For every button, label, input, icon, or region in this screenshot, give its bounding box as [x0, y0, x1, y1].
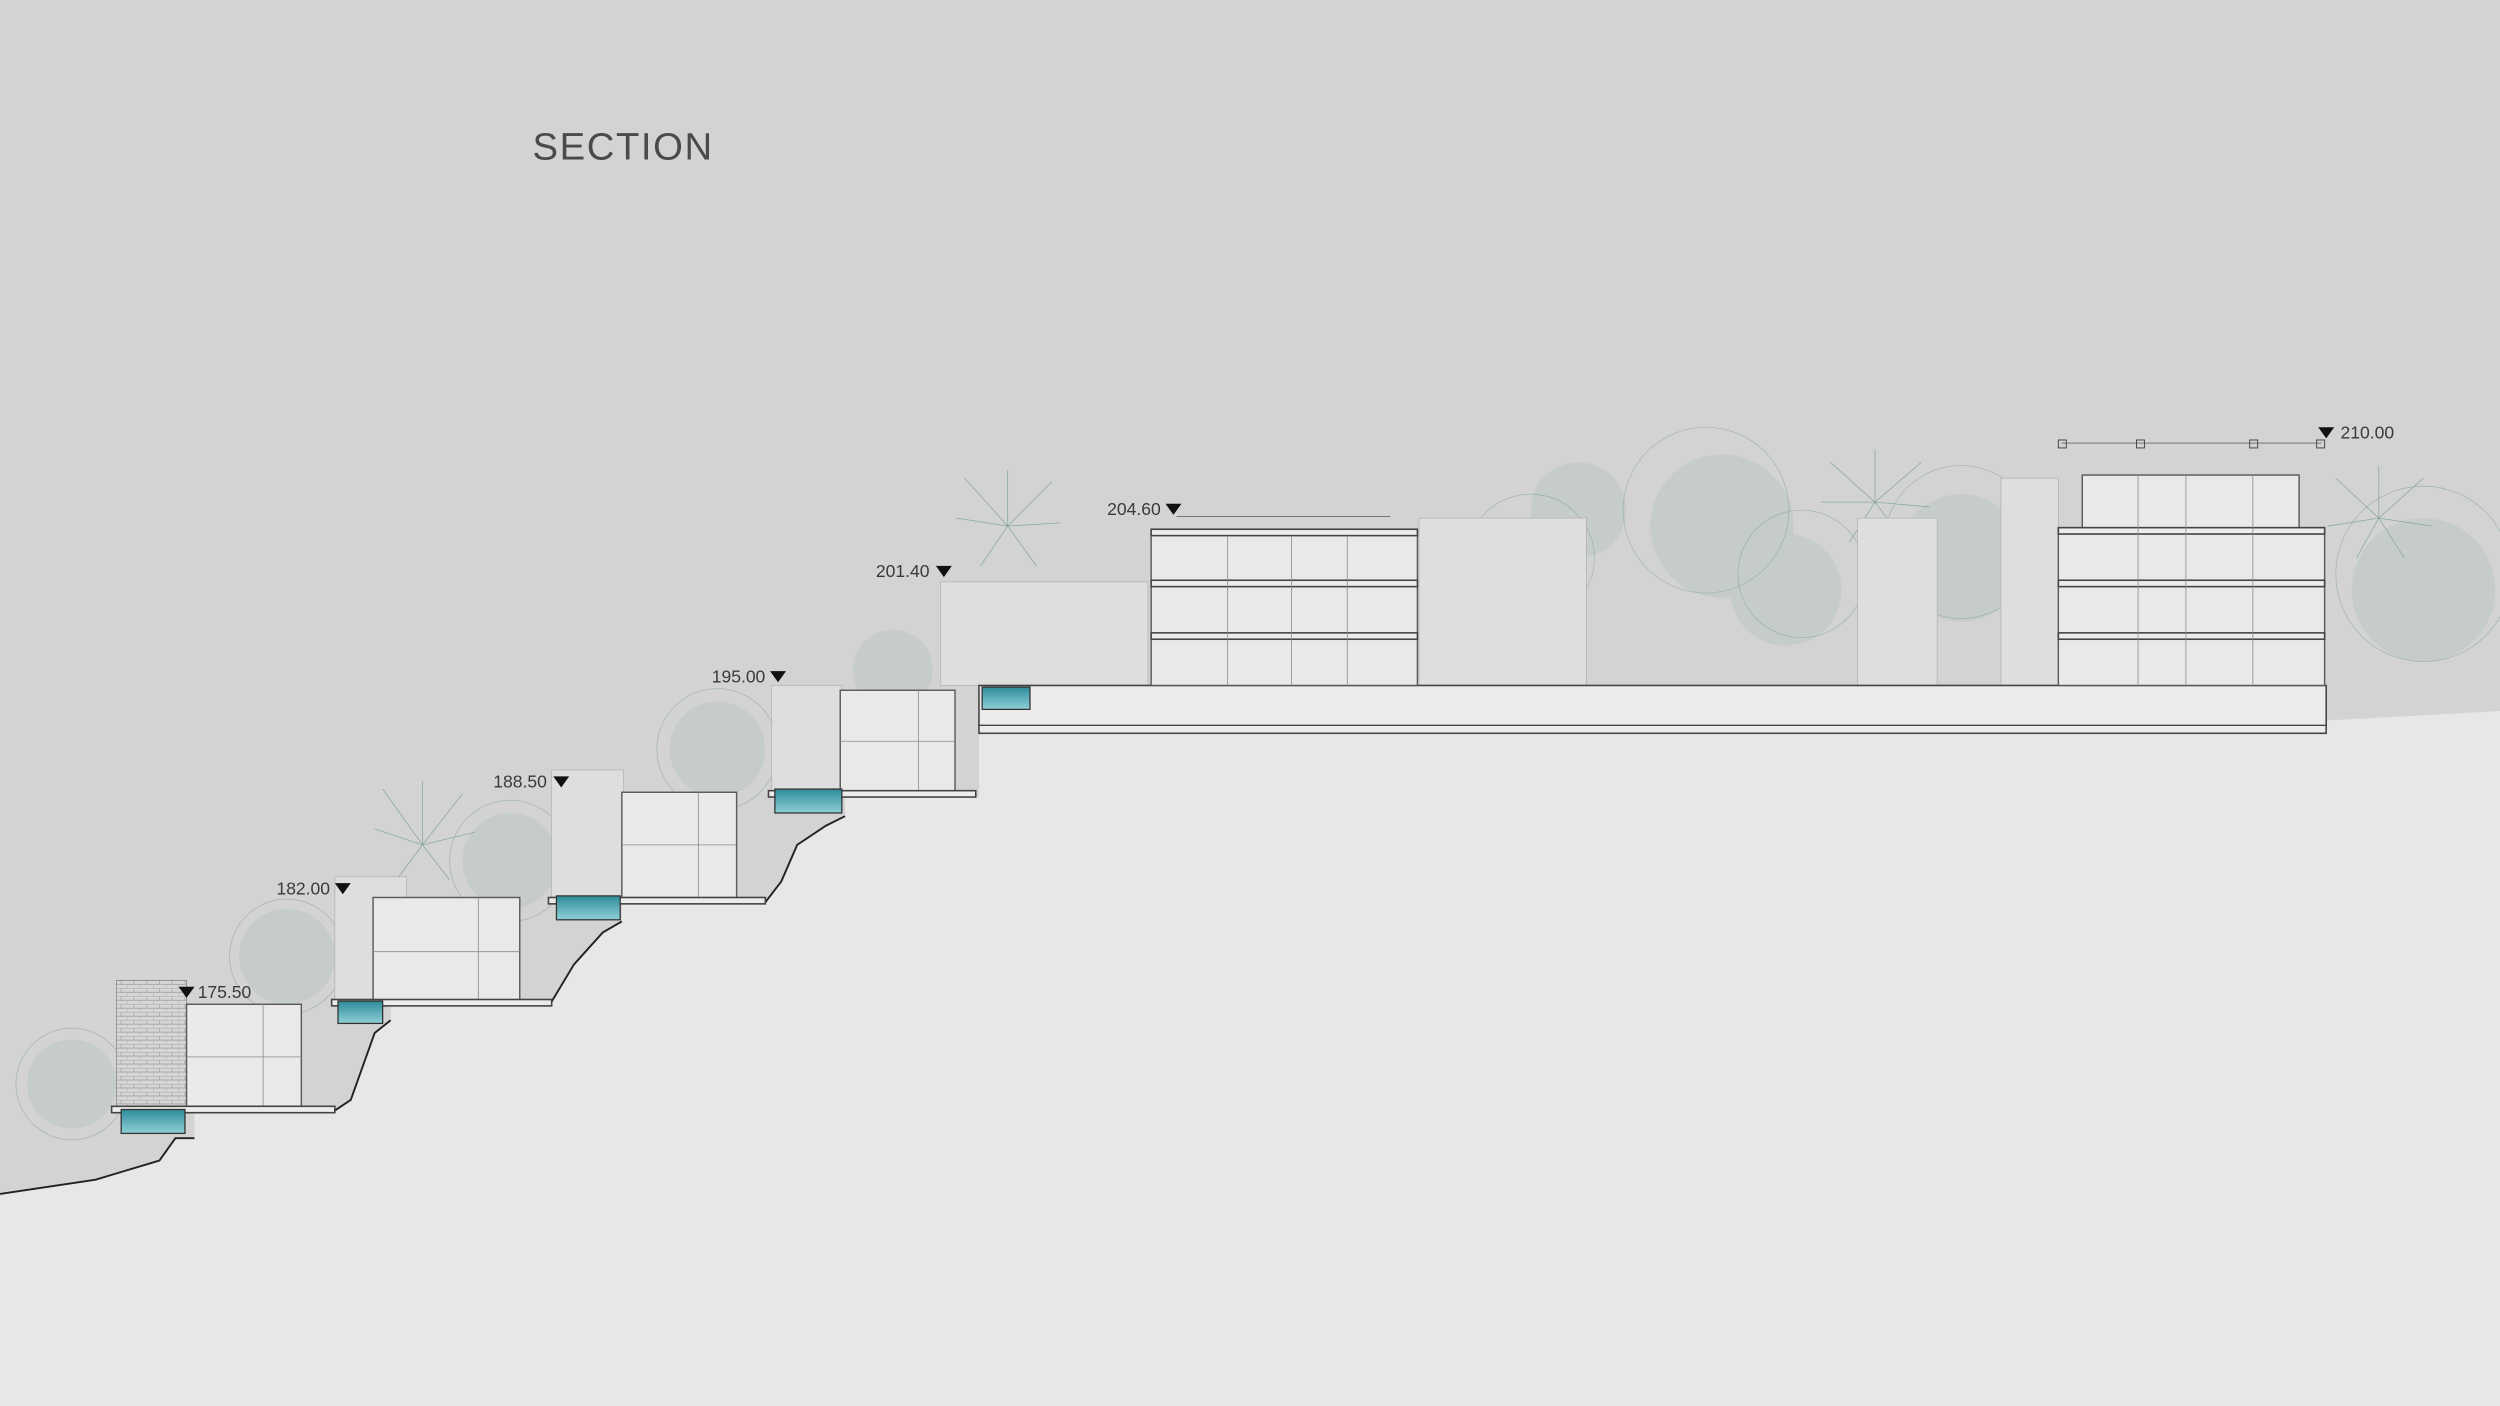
- elevation-marker-182-00: 182.00: [276, 878, 351, 898]
- elevation-marker-201-40: 201.40: [876, 561, 952, 581]
- elevation-label: 195.00: [712, 666, 766, 686]
- palm-tree: [2327, 465, 2432, 559]
- section-title: SECTION: [533, 125, 714, 168]
- building-upper-right: [2057, 439, 2326, 687]
- elevation-label: 188.50: [493, 771, 547, 791]
- level-triangle-icon: [935, 565, 952, 578]
- elevation-label: 210.00: [2341, 422, 2395, 442]
- elevation-label: 175.50: [198, 982, 252, 1002]
- building-level-3: [547, 769, 767, 921]
- ground-line: [0, 1137, 195, 1195]
- level-triangle-icon: [2318, 427, 2335, 439]
- elevation-label: 204.60: [1107, 499, 1161, 519]
- elevation-marker-204-60: 204.60: [1107, 499, 1182, 519]
- palm-tree: [374, 781, 476, 881]
- building-level-2: [330, 876, 553, 1025]
- palm-tree: [956, 470, 1061, 567]
- level-triangle-icon: [334, 883, 351, 895]
- building-upper-left: [1150, 516, 1419, 687]
- elevation-marker-210-00: 210.00: [2318, 422, 2394, 442]
- upper-podium: [940, 477, 2328, 735]
- level-triangle-icon: [1165, 503, 1182, 515]
- level-triangle-icon: [178, 986, 195, 998]
- elevation-marker-175-50: 175.50: [178, 982, 252, 1002]
- building-level-4: [767, 685, 977, 814]
- terrain: [0, 710, 2500, 1406]
- building-level-1: [110, 979, 336, 1135]
- level-triangle-icon: [553, 776, 570, 788]
- elevation-marker-195-00: 195.00: [712, 666, 787, 686]
- level-triangle-icon: [770, 671, 787, 683]
- elevation-marker-188-50: 188.50: [493, 771, 570, 791]
- elevation-label: 201.40: [876, 561, 930, 581]
- elevation-label: 182.00: [276, 878, 330, 898]
